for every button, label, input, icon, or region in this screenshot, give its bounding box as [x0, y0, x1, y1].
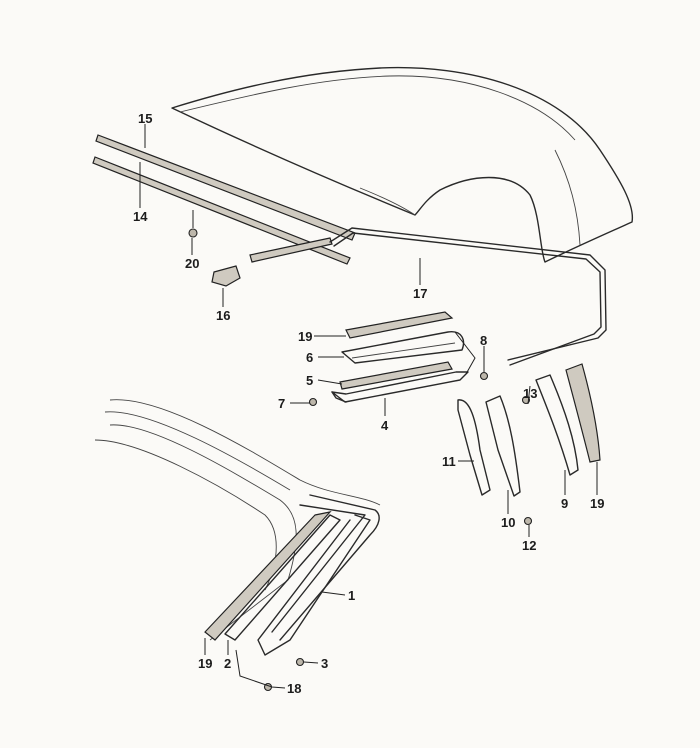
part-19-wedge: [565, 363, 601, 463]
part-4-rail: [331, 371, 469, 403]
part-2-frame-channel: [224, 514, 341, 641]
label-18: 18: [287, 681, 301, 696]
part-3-screw: [295, 657, 305, 667]
part-16-clip: [211, 265, 241, 287]
label-14: 14: [133, 209, 148, 224]
label-3: 3: [321, 656, 328, 671]
label-13: 13: [523, 386, 537, 401]
part-17-seal: [329, 227, 607, 366]
label-6: 6: [306, 350, 313, 365]
label-20: 20: [185, 256, 199, 271]
label-19-upper: 19: [298, 329, 312, 344]
part-6-rail: [341, 331, 465, 364]
part-7-screw: [308, 397, 318, 407]
part-19-frame-seal: [204, 511, 332, 641]
label-19-right: 19: [590, 496, 604, 511]
part-8-screw: [479, 371, 489, 381]
part-20-screw: [188, 210, 198, 238]
label-4: 4: [381, 418, 389, 433]
part-14-strip: [92, 156, 351, 265]
part-11-trim: [457, 399, 491, 496]
label-17: 17: [413, 286, 427, 301]
part-19-seal-strip: [345, 311, 454, 339]
part-12-screw: [523, 516, 533, 526]
part-10-trim: [485, 395, 521, 497]
label-2: 2: [224, 656, 231, 671]
convertible-top: [171, 66, 634, 263]
label-11: 11: [442, 454, 456, 469]
label-7: 7: [278, 396, 285, 411]
label-12: 12: [522, 538, 536, 553]
part-1-frame: [257, 514, 371, 656]
label-15: 15: [138, 111, 152, 126]
leader-lines: [139, 124, 598, 689]
label-16: 16: [216, 308, 230, 323]
part-9-trim: [535, 374, 579, 476]
part-5-rail: [339, 361, 453, 390]
label-9: 9: [561, 496, 568, 511]
label-10: 10: [501, 515, 515, 530]
label-8: 8: [480, 333, 487, 348]
part-15-strip: [95, 134, 356, 241]
label-1: 1: [348, 588, 355, 603]
label-5: 5: [306, 373, 313, 388]
label-19-lower: 19: [198, 656, 212, 671]
